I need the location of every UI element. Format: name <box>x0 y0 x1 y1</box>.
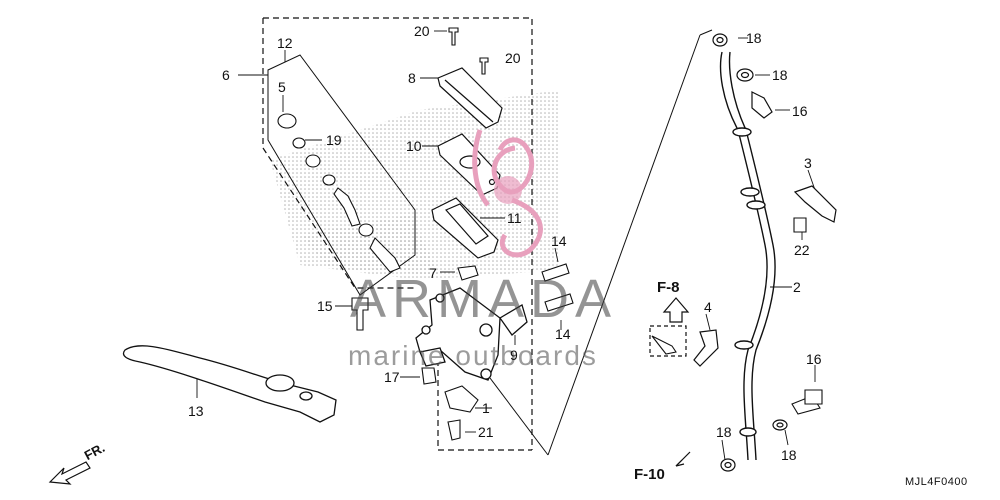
front-direction-arrow <box>48 461 91 485</box>
leader-lines <box>196 30 816 461</box>
callout-13: 13 <box>188 403 204 419</box>
watermark-subtitle: marine outboards <box>348 340 598 371</box>
callout-5: 5 <box>278 79 286 95</box>
hose-guide-lines <box>489 29 713 456</box>
callout-17: 17 <box>384 369 400 385</box>
callout-4: 4 <box>704 299 712 315</box>
callout-18-second: 18 <box>772 67 788 83</box>
callout-20-upper: 20 <box>414 23 430 39</box>
brake-hose <box>719 51 776 461</box>
piston-kit-parts <box>277 113 401 273</box>
callout-1: 1 <box>482 400 490 416</box>
fasteners <box>351 27 823 441</box>
callout-21: 21 <box>478 424 494 440</box>
callout-2: 2 <box>793 279 801 295</box>
f8-reference-arrow <box>649 297 690 357</box>
callout-18-bottom-right: 18 <box>781 447 797 463</box>
callout-9: 9 <box>510 347 518 363</box>
callout-7: 7 <box>429 265 437 281</box>
piston-kit-outline <box>267 54 416 296</box>
callout-10: 10 <box>406 138 422 154</box>
reservoir-cap <box>437 67 503 129</box>
watermark-logo <box>472 129 543 258</box>
ref-f10-label: F-10 <box>634 466 665 483</box>
diaphragm <box>431 197 499 259</box>
callout-20-lower: 20 <box>505 50 521 66</box>
callout-19: 19 <box>326 132 342 148</box>
callout-18-top: 18 <box>746 30 762 46</box>
callout-18-bottom-left: 18 <box>716 424 732 440</box>
callout-16-lower: 16 <box>806 351 822 367</box>
callout-22: 22 <box>794 242 810 258</box>
ref-f8-label: F-8 <box>657 279 680 296</box>
banjo-bolts <box>751 91 773 119</box>
callout-8: 8 <box>408 70 416 86</box>
f10-reference-arrow <box>675 451 691 467</box>
master-cylinder-body <box>415 287 528 381</box>
callout-14-lower: 14 <box>555 326 571 342</box>
callout-12: 12 <box>277 35 293 51</box>
callout-15: 15 <box>317 298 333 314</box>
sealing-washers <box>712 33 788 472</box>
callout-14-upper: 14 <box>551 233 567 249</box>
hose-clamp <box>693 329 719 367</box>
hose-bracket <box>793 185 837 223</box>
diagram-code: MJL4F0400 <box>905 476 968 488</box>
callout-16-upper: 16 <box>792 103 808 119</box>
brake-lever <box>122 345 337 423</box>
callout-3: 3 <box>804 155 812 171</box>
callout-6: 6 <box>222 67 230 83</box>
callout-11: 11 <box>507 210 522 226</box>
watermark-title: ARMADA <box>350 269 618 329</box>
